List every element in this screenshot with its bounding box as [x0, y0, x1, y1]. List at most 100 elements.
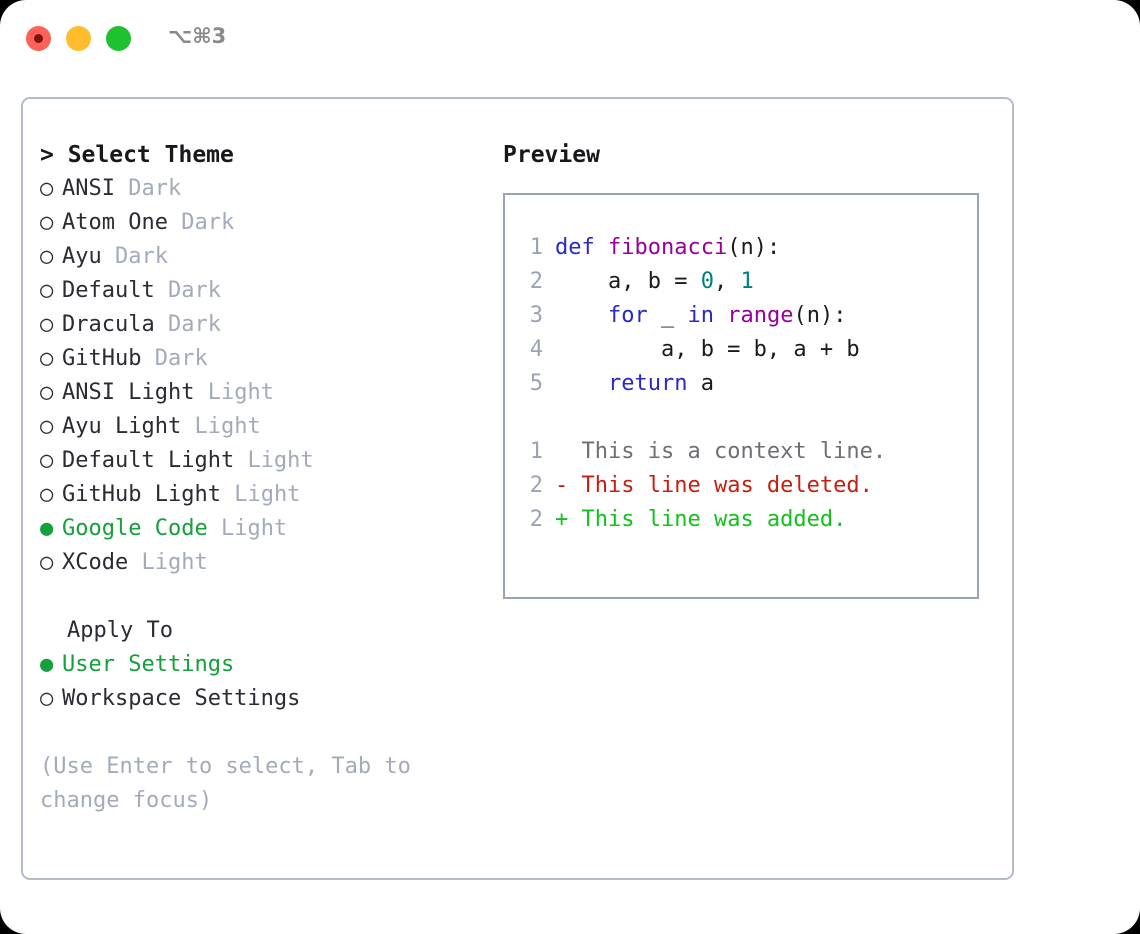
preview-header: Preview: [503, 142, 600, 168]
apply-to-label: User Settings: [62, 652, 235, 677]
theme-list-item[interactable]: ○ GitHub Light Light: [40, 478, 480, 512]
theme-variant-tag: Light: [247, 448, 314, 473]
theme-name: XCode: [62, 550, 129, 575]
spacer: [102, 244, 115, 269]
radio-unselected-icon: ○: [40, 482, 54, 507]
theme-name: GitHub: [62, 346, 142, 371]
line-number: 4: [529, 337, 543, 362]
code-token: a, b = b, a + b: [555, 337, 860, 362]
keyboard-hint-text: (Use Enter to select, Tab to change focu…: [40, 754, 411, 813]
apply-to-option[interactable]: ●User Settings: [40, 648, 480, 682]
code-token: 1: [740, 269, 754, 294]
diff-text: This line was added.: [581, 507, 847, 532]
theme-variant-tag: Dark: [128, 176, 182, 201]
code-token: [714, 303, 727, 328]
spacer: [155, 278, 168, 303]
spacer: [208, 516, 221, 541]
radio-unselected-icon: ○: [40, 686, 54, 711]
theme-variant-tag: Light: [141, 550, 208, 575]
theme-name: ANSI Light: [62, 380, 195, 405]
code-token: 0: [700, 269, 714, 294]
theme-list-item[interactable]: ○ XCode Light: [40, 546, 480, 580]
code-token: return: [607, 371, 688, 396]
maximize-window-button[interactable]: [106, 26, 131, 51]
diff-marker: +: [555, 507, 582, 532]
code-line: 3 for _ in range(n):: [505, 299, 977, 333]
diff-text: This is a context line.: [581, 439, 887, 464]
theme-list: ○ANSI Dark○Atom One Dark○Ayu Dark○Defaul…: [40, 172, 480, 580]
theme-name: Default Light: [62, 448, 235, 473]
theme-list-item[interactable]: ○Ayu Light Light: [40, 410, 480, 444]
theme-list-item[interactable]: ○ ANSI Dark: [40, 172, 480, 206]
code-token: (n):: [793, 303, 847, 328]
close-window-button[interactable]: [26, 26, 51, 51]
diff-sample: 1 This is a context line.2- This line wa…: [505, 435, 977, 537]
line-number: 2: [529, 269, 543, 294]
code-token: (n):: [727, 235, 781, 260]
code-token: range: [727, 303, 794, 328]
radio-selected-icon: ●: [40, 516, 54, 541]
spacer: [141, 346, 154, 371]
diff-line: 2+ This line was added.: [505, 503, 977, 537]
theme-variant-tag: Light: [207, 380, 274, 405]
line-number: 1: [529, 439, 543, 464]
theme-name: ANSI: [62, 176, 115, 201]
theme-name: Dracula: [62, 312, 155, 337]
theme-list-item[interactable]: ○Default Dark: [40, 274, 480, 308]
theme-list-item[interactable]: ○ ANSI Light Light: [40, 376, 480, 410]
code-token: ,: [713, 269, 741, 294]
keyboard-shortcut-label: ⌥⌘3: [168, 24, 227, 48]
code-token: for: [607, 303, 648, 328]
section-spacer: [40, 580, 480, 614]
theme-variant-tag: Light: [234, 482, 301, 507]
radio-unselected-icon: ○: [40, 414, 54, 439]
spacer: [168, 210, 181, 235]
theme-name: GitHub Light: [62, 482, 221, 507]
theme-variant-tag: Dark: [181, 210, 235, 235]
theme-variant-tag: Dark: [115, 244, 168, 269]
theme-list-item[interactable]: ○Default Light Light: [40, 444, 480, 478]
code-line: 4 a, b = b, a + b: [505, 333, 977, 367]
diff-marker: [555, 439, 582, 464]
code-token: a: [687, 371, 714, 396]
apply-to-label: Workspace Settings: [62, 686, 301, 711]
spacer: [221, 482, 234, 507]
radio-unselected-icon: ○: [40, 244, 54, 269]
theme-list-item[interactable]: ○Atom One Dark: [40, 206, 480, 240]
theme-list-column: > Select Theme ○ANSI Dark○Atom One Dark○…: [40, 138, 480, 818]
diff-text: This line was deleted.: [581, 473, 873, 498]
spacer: [194, 380, 207, 405]
code-token: _: [647, 303, 688, 328]
close-icon: [34, 34, 43, 43]
spacer: [155, 312, 168, 337]
diff-line: 1 This is a context line.: [505, 435, 977, 469]
theme-list-item[interactable]: ●Google Code Light: [40, 512, 480, 546]
spacer: [115, 176, 128, 201]
theme-list-item[interactable]: ○Ayu Dark: [40, 240, 480, 274]
theme-variant-tag: Dark: [167, 312, 221, 337]
code-token: [555, 303, 608, 328]
radio-unselected-icon: ○: [40, 278, 54, 303]
theme-list-item[interactable]: ○GitHub Dark: [40, 342, 480, 376]
theme-list-item[interactable]: ○Dracula Dark: [40, 308, 480, 342]
diff-line: 2- This line was deleted.: [505, 469, 977, 503]
line-number: 1: [529, 235, 543, 260]
theme-variant-tag: Light: [220, 516, 288, 541]
theme-picker-panel: > Select Theme ○ANSI Dark○Atom One Dark○…: [21, 97, 1014, 880]
radio-unselected-icon: ○: [40, 176, 54, 201]
radio-unselected-icon: ○: [40, 380, 54, 405]
apply-to-option[interactable]: ○ Workspace Settings: [40, 682, 480, 716]
radio-unselected-icon: ○: [40, 550, 54, 575]
theme-name: Default: [62, 278, 155, 303]
code-token: a, b =: [555, 269, 701, 294]
radio-unselected-icon: ○: [40, 210, 54, 235]
spacer: [181, 414, 194, 439]
code-token: [555, 371, 608, 396]
theme-variant-tag: Dark: [154, 346, 208, 371]
minimize-window-button[interactable]: [66, 26, 91, 51]
